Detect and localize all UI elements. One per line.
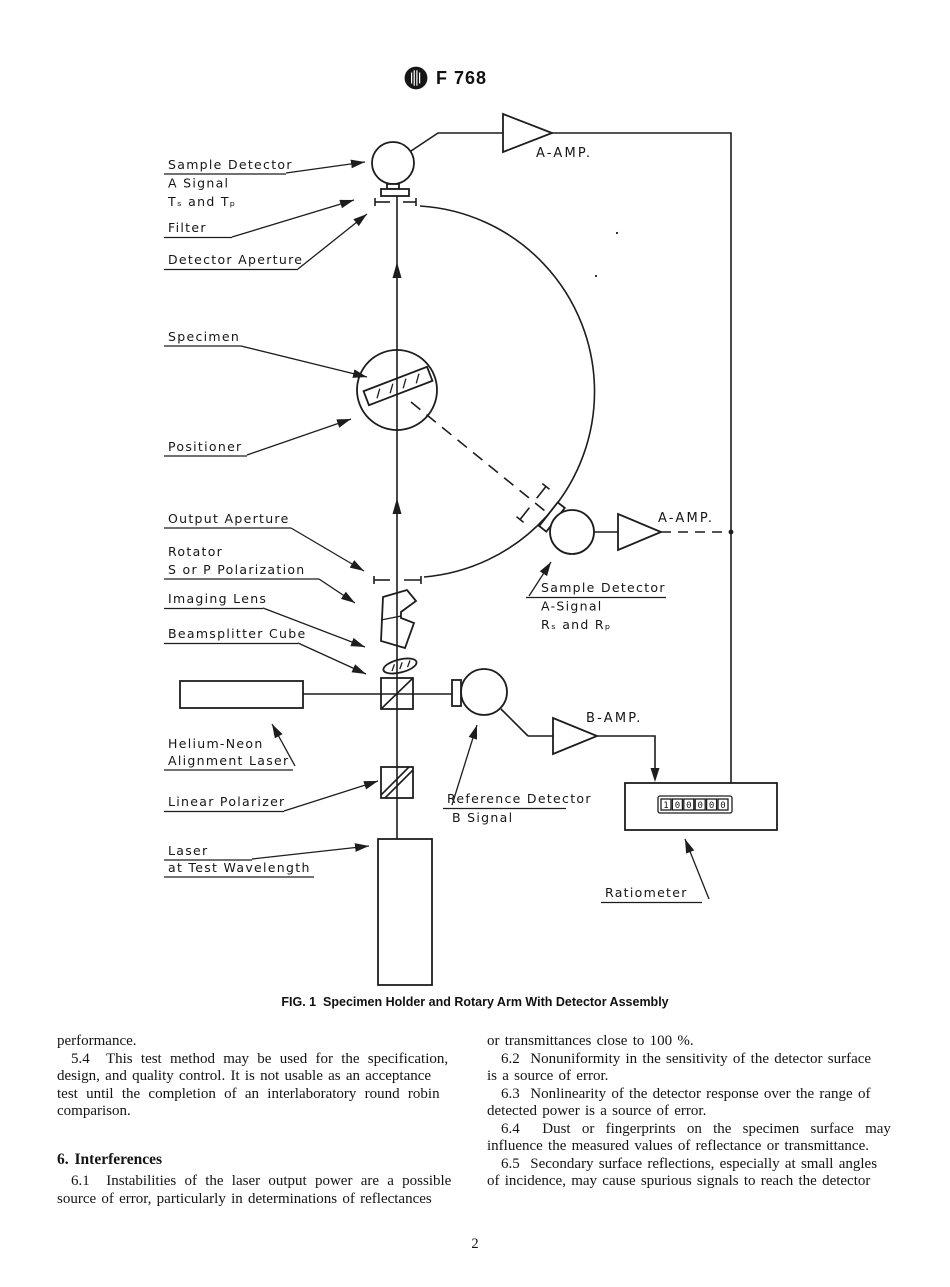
svg-text:Detector Aperture: Detector Aperture bbox=[168, 252, 303, 267]
label-imaging-lens: Imaging Lens bbox=[164, 591, 366, 648]
body-line: 6.2 Nonuniformity in the sensitivity of … bbox=[501, 1050, 872, 1067]
svg-text:Beamsplitter Cube: Beamsplitter Cube bbox=[168, 626, 306, 641]
label-rotator: Rotator S or P Polarization bbox=[164, 544, 356, 604]
label-amp-a-arm: A-AMP. bbox=[658, 511, 714, 526]
section-heading: 6. Interferences bbox=[57, 1150, 163, 1168]
scan-speck bbox=[594, 274, 598, 278]
svg-text:Specimen: Specimen bbox=[168, 329, 240, 344]
rotary-arm-arc bbox=[419, 205, 596, 578]
rotary-detector bbox=[516, 483, 595, 555]
svg-text:Filter: Filter bbox=[168, 220, 207, 235]
body-line: test until the completion of an interlab… bbox=[57, 1085, 440, 1102]
label-filter: Filter bbox=[164, 199, 355, 239]
svg-text:Output Aperture: Output Aperture bbox=[168, 511, 290, 526]
detector-aperture-shape bbox=[374, 198, 417, 206]
page-header: F 768 bbox=[404, 66, 487, 90]
reflected-beam-dashed bbox=[410, 401, 546, 512]
page-number: 2 bbox=[471, 1236, 479, 1252]
beam-path bbox=[303, 196, 546, 839]
label-beamsplitter-cube: Beamsplitter Cube bbox=[164, 626, 367, 675]
standard-code: F 768 bbox=[436, 67, 488, 88]
body-line: design, and quality control. It is not u… bbox=[57, 1068, 432, 1084]
body-line: is a source of error. bbox=[487, 1068, 609, 1084]
body-line: 6.3 Nonlinearity of the detector respons… bbox=[501, 1085, 871, 1102]
label-positioner: Positioner bbox=[164, 418, 352, 457]
label-reference-detector: Reference Detector B Signal bbox=[443, 724, 592, 825]
imaging-lens-shape bbox=[382, 657, 418, 675]
svg-text:A Signal: A Signal bbox=[168, 176, 229, 191]
reference-detector-shape bbox=[451, 668, 508, 716]
body-line: 5.4 This test method may be used for the… bbox=[71, 1050, 449, 1067]
scan-speck bbox=[615, 231, 619, 235]
specimen-plate bbox=[362, 365, 434, 407]
svg-text:A-Signal: A-Signal bbox=[541, 599, 603, 614]
body-line: influence the measured values of reflect… bbox=[487, 1138, 869, 1154]
svg-text:Rₛ and Rₚ: Rₛ and Rₚ bbox=[541, 617, 612, 632]
amp-b-triangle bbox=[500, 708, 660, 782]
svg-text:Imaging Lens: Imaging Lens bbox=[168, 591, 267, 606]
svg-text:Linear Polarizer: Linear Polarizer bbox=[168, 794, 286, 809]
label-linear-polarizer: Linear Polarizer bbox=[164, 780, 379, 813]
signal-line-a bbox=[410, 132, 732, 783]
label-detector-aperture: Detector Aperture bbox=[164, 213, 368, 271]
display-digit: 0 bbox=[686, 801, 691, 811]
svg-text:Rotator: Rotator bbox=[168, 544, 223, 559]
test-laser-box bbox=[377, 838, 433, 986]
junction-dot bbox=[728, 529, 734, 535]
body-line: 6.5 Secondary surface reflections, espec… bbox=[501, 1155, 878, 1172]
svg-text:Sample Detector: Sample Detector bbox=[541, 580, 666, 595]
svg-text:Alignment Laser: Alignment Laser bbox=[168, 753, 289, 768]
body-line: or transmittances close to 100 %. bbox=[487, 1033, 694, 1049]
svg-text:at Test Wavelength: at Test Wavelength bbox=[168, 860, 311, 875]
label-output-aperture: Output Aperture bbox=[164, 511, 365, 572]
label-specimen: Specimen bbox=[164, 329, 368, 378]
label-ratiometer: Ratiometer bbox=[601, 838, 710, 904]
helium-neon-laser-box bbox=[179, 680, 304, 709]
label-sample-detector-arm: Sample Detector A-Signal Rₛ and Rₚ bbox=[526, 561, 666, 632]
label-sample-detector-top: Sample Detector A Signal Tₛ and Tₚ bbox=[164, 157, 366, 209]
body-line: detected power is a source of error. bbox=[487, 1103, 707, 1119]
display-digit: 1 bbox=[663, 801, 668, 811]
body-line: 6.1 Instabilities of the laser output po… bbox=[71, 1173, 452, 1189]
filter-element bbox=[380, 188, 410, 197]
svg-text:Helium-Neon: Helium-Neon bbox=[168, 736, 264, 751]
astm-logo-icon bbox=[404, 66, 428, 90]
svg-text:Reference Detector: Reference Detector bbox=[447, 791, 592, 806]
body-line: source of error, particularly in determi… bbox=[57, 1190, 432, 1207]
ratiometer-display: 1 0 0 0 0 0 bbox=[660, 798, 729, 811]
svg-text:B Signal: B Signal bbox=[452, 810, 513, 825]
label-amp-b: B-AMP. bbox=[586, 711, 643, 726]
svg-text:Positioner: Positioner bbox=[168, 439, 243, 454]
sample-detector-top bbox=[371, 141, 415, 197]
display-digit: 0 bbox=[720, 801, 725, 811]
right-column: or transmittances close to 100 %. 6.2 No… bbox=[487, 1033, 897, 1191]
output-aperture-shape bbox=[373, 576, 422, 584]
display-digit: 0 bbox=[675, 801, 680, 811]
display-digit: 0 bbox=[697, 801, 702, 811]
svg-text:Sample Detector: Sample Detector bbox=[168, 157, 293, 172]
label-helium-neon: Helium-Neon Alignment Laser bbox=[164, 723, 296, 771]
body-line: 6.4 Dust or fingerprints on the specimen… bbox=[501, 1120, 891, 1137]
ratiometer-box: 1 0 0 0 0 0 bbox=[624, 782, 778, 831]
svg-text:Ratiometer: Ratiometer bbox=[605, 885, 688, 900]
amp-a-top-triangle bbox=[502, 112, 555, 154]
figure-caption: FIG. 1 Specimen Holder and Rotary Arm Wi… bbox=[281, 995, 669, 1009]
polarization-rotator bbox=[380, 588, 418, 650]
label-laser: Laser at Test Wavelength bbox=[164, 843, 370, 878]
display-digit: 0 bbox=[709, 801, 714, 811]
svg-text:S or P Polarization: S or P Polarization bbox=[168, 562, 306, 577]
svg-text:Laser: Laser bbox=[168, 843, 208, 858]
amp-a-arm-triangle bbox=[594, 512, 734, 552]
body-line: comparison. bbox=[57, 1103, 131, 1119]
svg-text:Tₛ and Tₚ: Tₛ and Tₚ bbox=[167, 194, 236, 209]
body-line: of incidence, may cause spurious signals… bbox=[487, 1173, 871, 1189]
body-line: performance. bbox=[57, 1033, 137, 1049]
left-column: performance. 5.4 This test method may be… bbox=[57, 1033, 467, 1208]
label-amp-a-top: A-AMP. bbox=[536, 146, 592, 161]
